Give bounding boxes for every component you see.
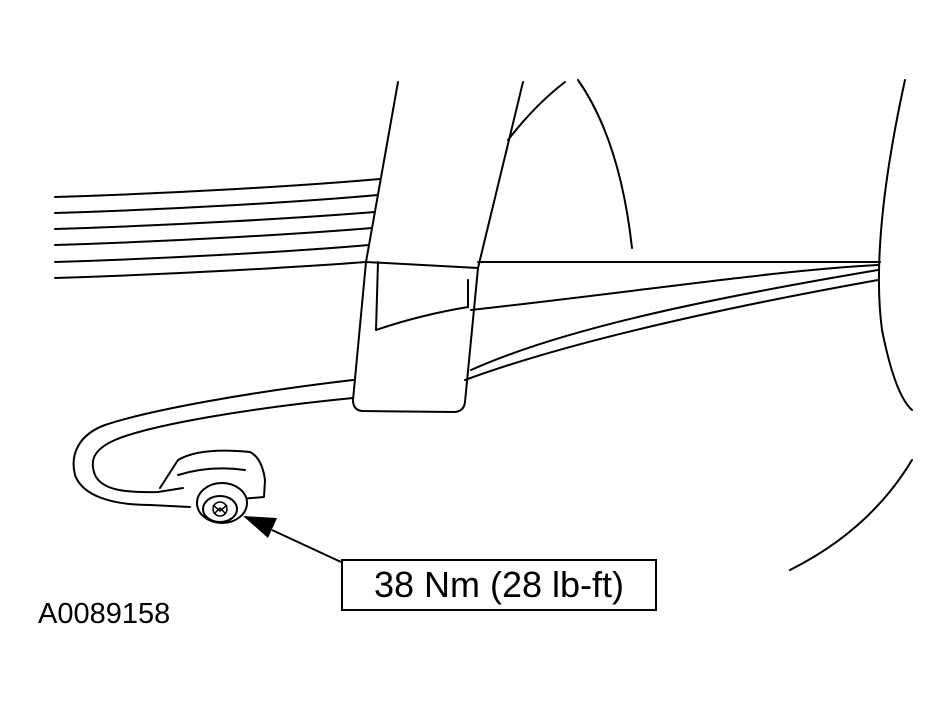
brake-line xyxy=(72,269,879,508)
bracket xyxy=(159,449,266,500)
axle-housing xyxy=(507,79,913,571)
u-bolt xyxy=(352,81,524,413)
leaf-spring xyxy=(54,178,881,311)
torx-bolt-icon xyxy=(196,482,248,524)
figure-id: A0089158 xyxy=(38,598,171,630)
leader-arrow xyxy=(243,516,342,563)
torque-spec-text: 38 Nm (28 lb-ft) xyxy=(373,564,625,605)
torque-spec-callout: 38 Nm (28 lb-ft) xyxy=(341,559,657,611)
